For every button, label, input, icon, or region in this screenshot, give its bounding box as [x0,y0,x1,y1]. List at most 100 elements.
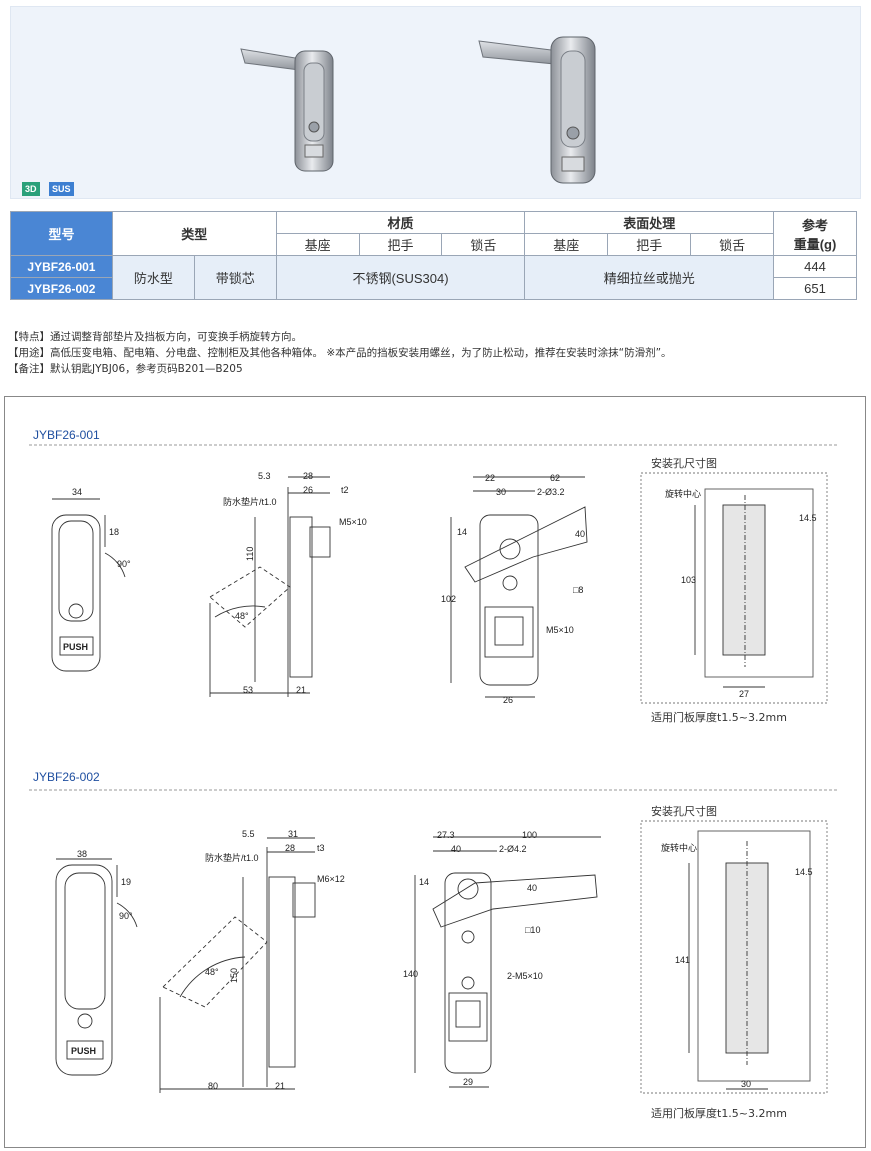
dim-fm-001: M5×10 [546,625,574,635]
material-cell: 不锈钢(SUS304) [275,255,526,300]
dim-b53: 53 [243,685,253,695]
product-photo-panel: 3D SUS [10,6,861,199]
sub-handle: 把手 [358,233,443,256]
badge-3d: 3D [22,182,40,196]
dim-f30: 30 [496,487,506,497]
dim-h150: 150 [229,968,239,983]
header-weight-line2: 重量(g) [793,236,837,252]
gasket-label-002: 防水垫片/t1.0 [205,852,259,863]
dim-h110: 110 [245,547,255,561]
dim-d42: 2-Ø4.2 [499,844,527,854]
type-waterproof: 防水型 [111,255,195,300]
section-title-002: JYBF26-002 [33,770,100,784]
dim-a90-002: 90° [119,911,133,921]
weight-cell: 651 [773,277,857,300]
dim-m510: M5×10 [339,517,367,527]
rot-center-002: 旋转中心 [661,842,697,853]
dim-f62: 62 [550,473,560,483]
sub-tongue: 锁舌 [441,233,526,256]
gasket-label-001: 防水垫片/t1.0 [223,496,277,507]
dim-m612: M6×12 [317,874,345,884]
model-cell: JYBF26-002 [10,277,113,300]
dim-s55: 5.5 [242,829,255,839]
header-type: 类型 [111,211,277,256]
header-weight-line1: 参考 [802,217,829,233]
sub-surface-tongue: 锁舌 [690,233,775,256]
badge-sus: SUS [49,182,74,196]
dim-h103: 103 [681,575,696,585]
dim-f40-002: 40 [451,844,461,854]
dim-s28: 28 [303,471,313,481]
back-view-002 [414,836,601,1088]
lock-photo-002 [478,36,596,184]
drawing-frame: 34 18 90° PUSH 5.3 28 26 t2 防水垫片/t1.0 M5… [4,396,866,1148]
table-row: JYBF26-002 651 [10,277,857,300]
dim-f273: 27.3 [437,830,455,840]
side-view-001 [209,476,331,697]
dim-h102: 102 [441,594,456,604]
dim-t3: t3 [317,843,325,853]
push-label-002: PUSH [71,1046,96,1056]
dim-f29: 29 [463,1077,473,1087]
dim-f40: 40 [575,529,585,539]
dim-f26: 26 [503,695,513,705]
weight-cell: 444 [773,255,857,278]
dim-w27: 27 [739,689,749,699]
header-weight: 参考重量(g) [773,211,857,256]
dim-s28-002: 28 [285,843,295,853]
note-remark: 【备注】默认钥匙JYBJ06，参考页码B201—B205 [8,363,243,375]
dim-b21: 21 [296,685,306,695]
header-model: 型号 [10,211,113,256]
note-usage: 【用途】高低压变电箱、配电箱、分电盘、控制柜及其他各种箱体。 ※本产品的挡板安装… [8,347,672,359]
hole-title-002: 安装孔尺寸图 [651,805,717,818]
dim-h145-002: 14.5 [795,867,813,877]
dim-a90: 90° [117,559,131,569]
dim-f14-002: 14 [419,877,429,887]
dim-b80: 80 [208,1081,218,1091]
sub-surface-handle: 把手 [607,233,692,256]
dim-s26: 26 [303,485,313,495]
notes: 【特点】通过调整背部垫片及挡板方向，可变换手柄旋转方向。 【用途】高低压变电箱、… [8,329,672,377]
dim-a48: 48° [235,611,249,621]
dim-f14: 14 [457,527,467,537]
dim-sq10: □10 [525,925,540,935]
dim-w30: 30 [741,1079,751,1089]
dim-t2: t2 [341,485,349,495]
front-view-001 [51,498,126,672]
type-lock-core: 带锁芯 [193,255,277,300]
hole-panel-002 [640,820,828,1094]
technical-drawings: 34 18 90° PUSH 5.3 28 26 t2 防水垫片/t1.0 M5… [29,444,837,1094]
note-features: 【特点】通过调整背部垫片及挡板方向，可变换手柄旋转方向。 [8,331,302,343]
sub-base: 基座 [275,233,360,256]
dim-h140: 140 [403,969,418,979]
surface-cell: 精细拉丝或抛光 [524,255,775,300]
header-material: 材质 [275,211,526,234]
dim-h141: 141 [675,955,690,965]
dim-a48-002: 48° [205,967,219,977]
hole-panel-001 [640,472,828,704]
header-surface: 表面处理 [524,211,775,234]
dim-fm-002: 2-M5×10 [507,971,543,981]
sub-surface-base: 基座 [524,233,609,256]
dim-s53: 5.3 [258,471,271,481]
side-view-002 [159,837,316,1093]
table-row: JYBF26-001 防水型 带锁芯 不锈钢(SUS304) 精细拉丝或抛光 4… [10,255,857,300]
dim-d32: 2-Ø3.2 [537,487,565,497]
section-title-001: JYBF26-001 [33,428,100,442]
dim-w34: 34 [72,487,82,497]
hole-note-001: 适用门板厚度t1.5~3.2mm [651,711,787,724]
hole-title-001: 安装孔尺寸图 [651,457,717,470]
dim-h145-001: 14.5 [799,513,817,523]
push-label: PUSH [63,642,88,652]
dim-r19: 19 [121,877,131,887]
front-view-002 [55,858,138,1076]
rot-center-001: 旋转中心 [665,488,701,499]
model-cell: JYBF26-001 [10,255,113,278]
dim-w38: 38 [77,849,87,859]
dim-b21-002: 21 [275,1081,285,1091]
back-view-001 [450,476,588,698]
spec-table: 型号 类型 材质 表面处理 参考重量(g) 基座 把手 锁舌 基座 把手 锁舌 … [10,211,857,300]
dim-f100: 100 [522,830,537,840]
hole-note-002: 适用门板厚度t1.5~3.2mm [651,1107,787,1120]
lock-photo-001 [240,48,334,172]
